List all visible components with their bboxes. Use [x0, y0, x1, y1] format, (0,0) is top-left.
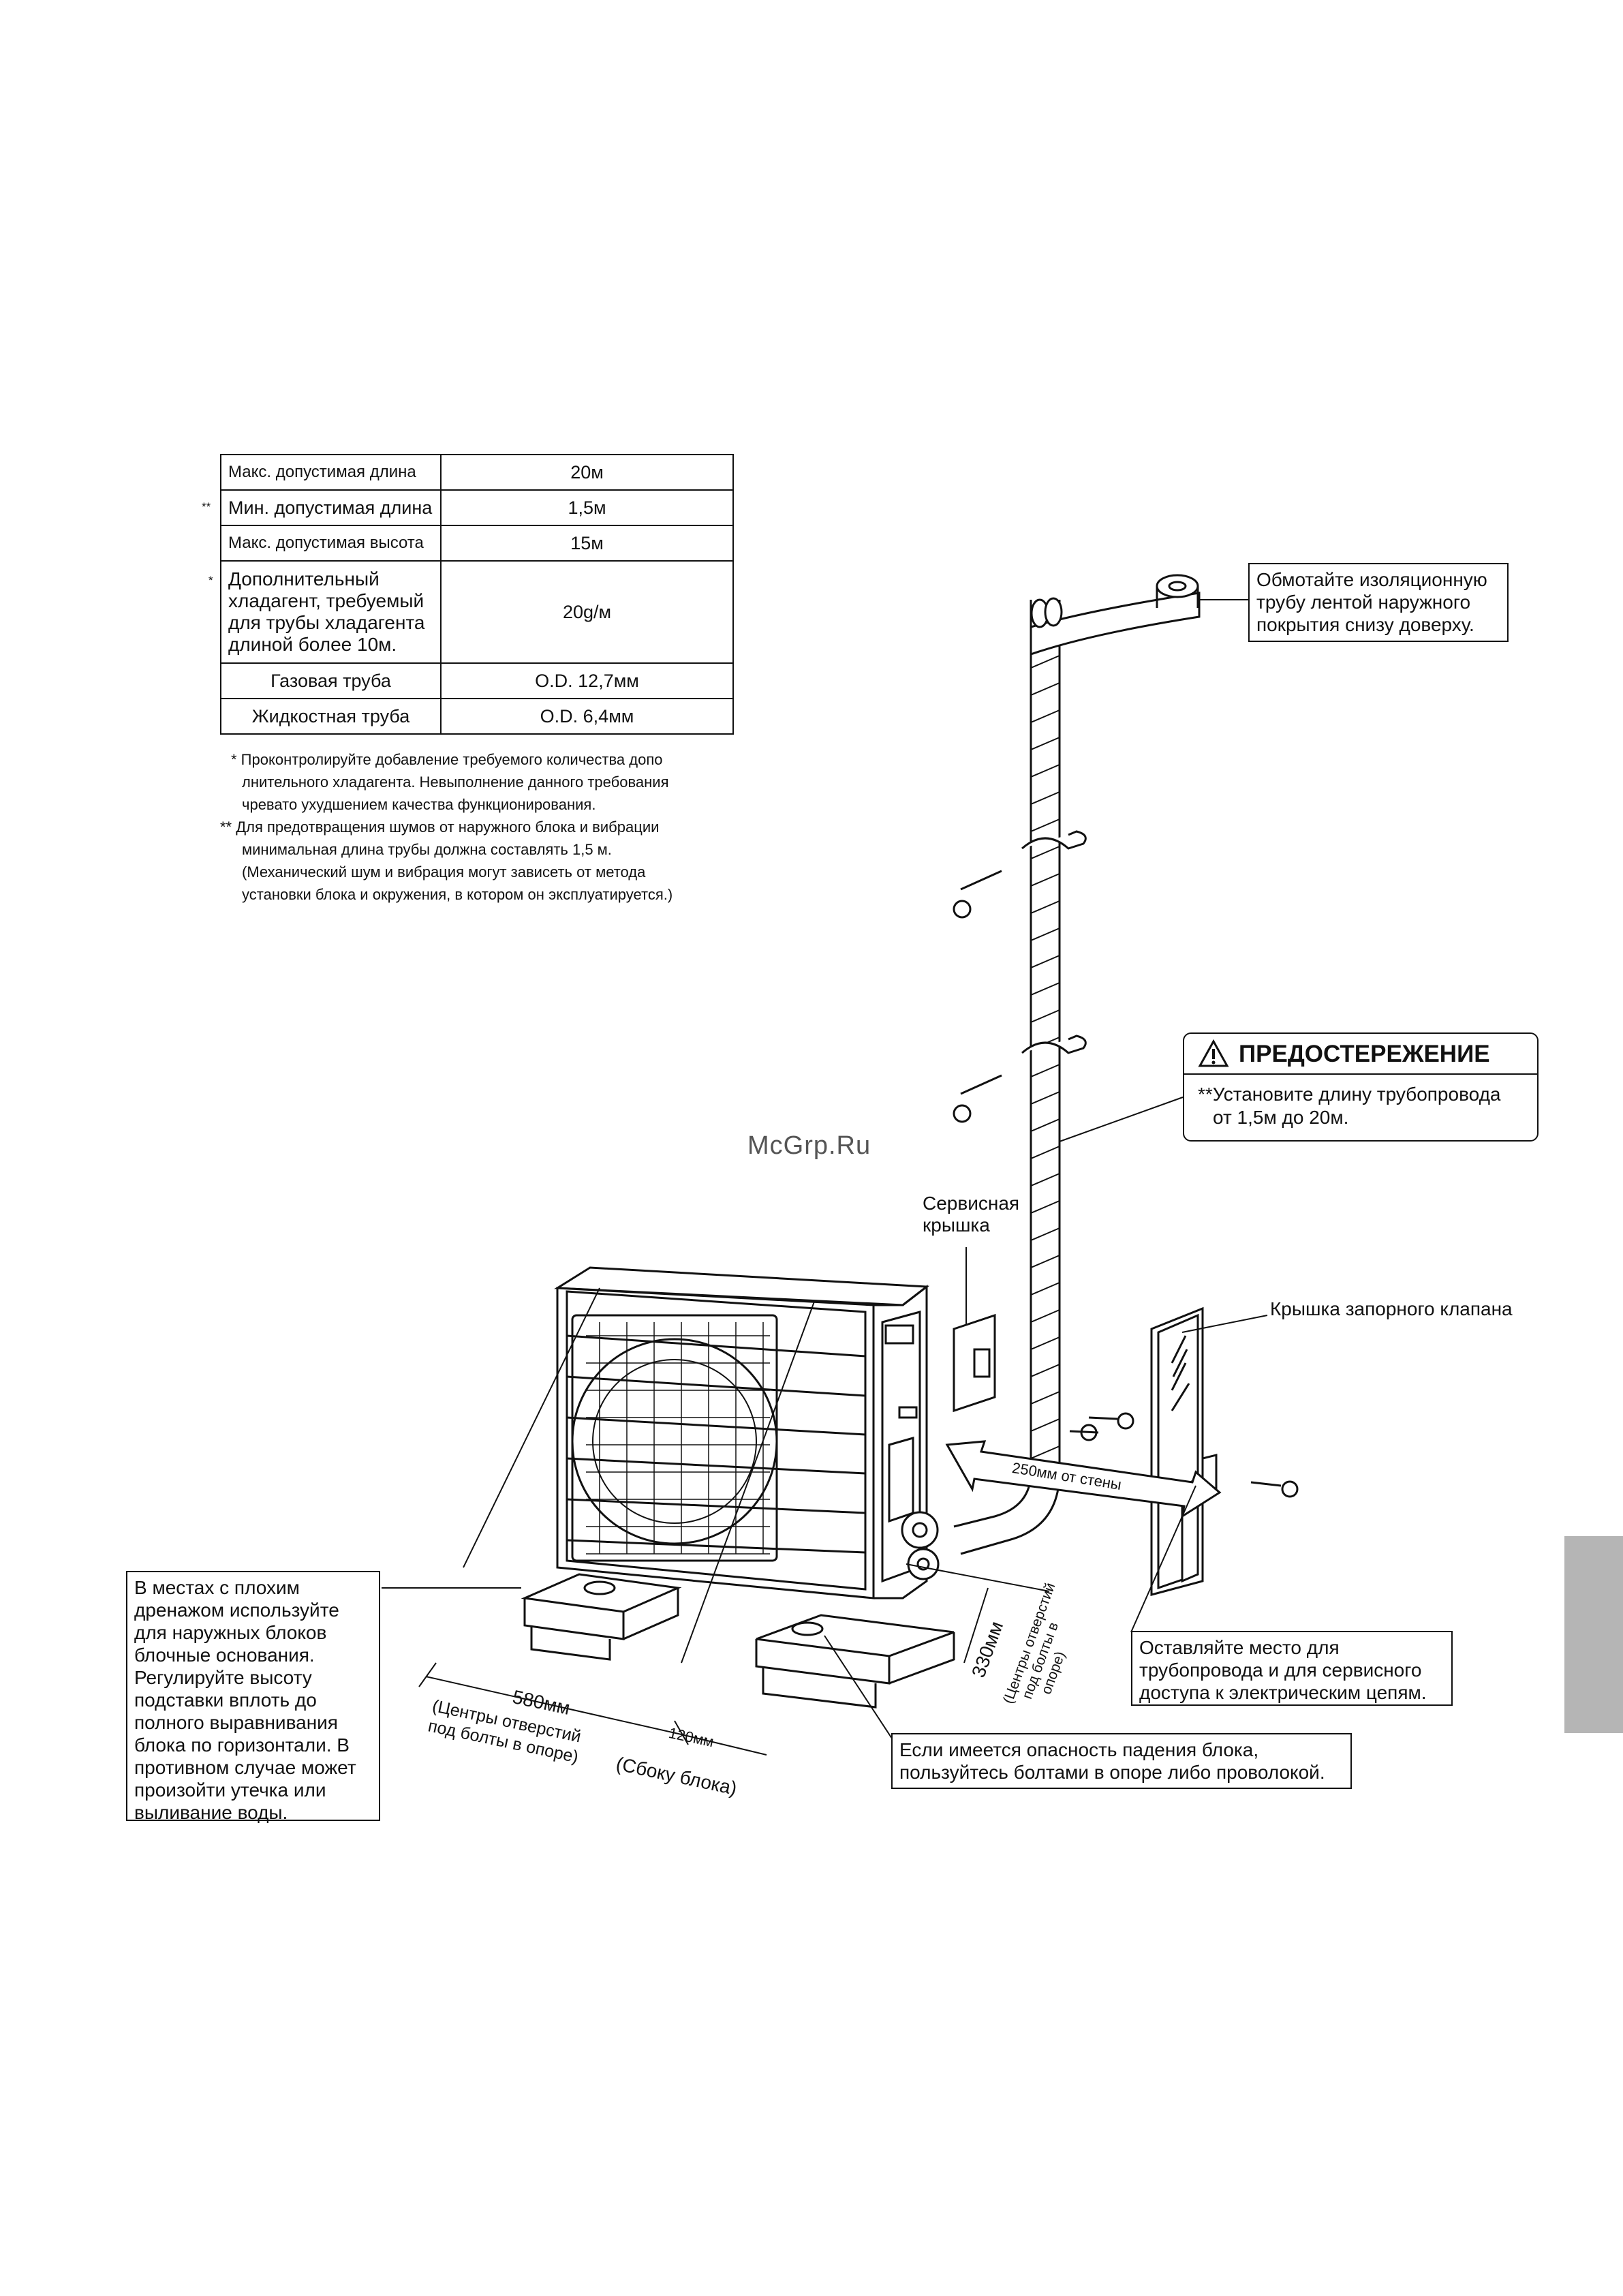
table-cell-value: 20g/м — [440, 560, 734, 664]
spec-table: Макс. допустимая длина 20м Мин. допустим… — [220, 454, 734, 735]
warning-triangle-icon — [1198, 1039, 1229, 1067]
table-row: Дополнительный хладагент, требуемый для … — [220, 560, 734, 664]
page-side-tab — [1564, 1536, 1623, 1733]
footnote-line: чревато ухудшением качества функциониров… — [242, 796, 596, 813]
callout-line: дренажом используйте — [134, 1599, 339, 1621]
table-row: Макс. допустимая высота 15м — [220, 525, 734, 562]
footnote-line: минимальная длина трубы должна составлят… — [242, 841, 612, 858]
table-cell-label: Мин. допустимая длина — [220, 489, 442, 526]
callout-line: блока по горизонтали. В — [134, 1734, 350, 1756]
table-cell-value: O.D. 6,4мм — [440, 698, 734, 735]
callout-line: противном случае может — [134, 1757, 356, 1778]
callout-line: Если имеется опасность падения блока, — [899, 1739, 1259, 1760]
footnotes: * Проконтролируйте добавление требуемого… — [220, 748, 673, 906]
valve-cover-label: Крышка запорного клапана — [1270, 1298, 1513, 1319]
leader-lines — [382, 599, 1268, 1745]
footnote-line: (Механический шум и вибрация могут завис… — [242, 863, 646, 881]
callout-line: В местах с плохим — [134, 1577, 300, 1598]
outdoor-unit — [554, 1266, 996, 1599]
row-mark: ** — [202, 500, 211, 513]
service-cover-label: Сервисная крышка — [923, 1193, 1019, 1236]
footnote-line: лнительного хладагента. Невыполнение дан… — [242, 774, 669, 791]
warning-title: ПРЕДОСТЕРЕЖЕНИЕ — [1239, 1040, 1490, 1067]
table-row: Газовая труба O.D. 12,7мм — [220, 662, 734, 699]
callout-line: Обмотайте изоляционную — [1256, 569, 1487, 590]
warning-header: ПРЕДОСТЕРЕЖЕНИЕ — [1184, 1034, 1537, 1075]
insulated-pipe — [953, 574, 1201, 1555]
label-line: Сервисная — [923, 1193, 1020, 1214]
table-cell-value: 20м — [440, 454, 734, 491]
space-callout: Оставляйте место для трубопровода и для … — [1131, 1631, 1453, 1706]
label-line: хладагент, требуемый — [228, 590, 424, 611]
table-row: Макс. допустимая длина 20м — [220, 454, 734, 491]
callout-line: для наружных блоков — [134, 1622, 327, 1643]
callout-line: выливание воды. — [134, 1802, 288, 1823]
callout-line: подставки вплоть до — [134, 1689, 317, 1711]
label-line: крышка — [923, 1214, 990, 1236]
callout-line: доступа к электрическим цепям. — [1139, 1682, 1427, 1703]
table-cell-label: Жидкостная труба — [220, 698, 442, 735]
distance-arrow — [945, 1440, 1222, 1519]
callout-line: трубу лентой наружного — [1256, 592, 1471, 613]
table-cell-value: O.D. 12,7мм — [440, 662, 734, 699]
table-cell-label: Макс. допустимая длина — [220, 454, 442, 491]
footnote-line: * Проконтролируйте добавление требуемого… — [231, 751, 663, 768]
label-line: для трубы хладагента — [228, 612, 425, 633]
label-line: Дополнительный — [228, 568, 380, 590]
table-row: Жидкостная труба O.D. 6,4мм — [220, 698, 734, 735]
dimension-lines — [418, 1563, 1050, 1756]
callout-line: произойти утечка или — [134, 1779, 326, 1801]
watermark: McGrp.Ru — [747, 1131, 871, 1160]
footnote-line: ** Для предотвращения шумов от наружного… — [220, 818, 660, 836]
drainage-callout: В местах с плохим дренажом используйте д… — [126, 1571, 380, 1823]
label-line: длиной более 10м. — [228, 634, 397, 655]
warning-callout: ПРЕДОСТЕРЕЖЕНИЕ **Установите длину трубо… — [1183, 1032, 1539, 1142]
table-cell-value: 1,5м — [440, 489, 734, 526]
table-cell-label: Дополнительный хладагент, требуемый для … — [220, 560, 442, 664]
row-mark: * — [208, 574, 213, 587]
footnote-line: установки блока и окружения, в котором о… — [242, 886, 673, 903]
valve-cover — [1150, 1306, 1218, 1596]
table-cell-value: 15м — [440, 525, 734, 562]
tape-callout: Обмотайте изоляционную трубу лентой нару… — [1248, 563, 1509, 642]
base-blocks — [521, 1573, 955, 1709]
screw-icon — [953, 870, 1299, 1498]
table-cell-label: Макс. допустимая высота — [220, 525, 442, 562]
warning-line: **Установите длину трубопровода — [1198, 1084, 1501, 1105]
callout-line: трубопровода и для сервисного — [1139, 1659, 1422, 1681]
callout-line: пользуйтесь болтами в опоре либо проволо… — [899, 1762, 1325, 1783]
callout-line: Регулируйте высоту — [134, 1667, 312, 1688]
table-row: Мин. допустимая длина 1,5м — [220, 489, 734, 526]
callout-line: блочные основания. — [134, 1644, 315, 1666]
warning-line: от 1,5м до 20м. — [1213, 1107, 1349, 1128]
table-cell-label: Газовая труба — [220, 662, 442, 699]
pipe-clamp — [1021, 830, 1087, 1054]
callout-line: полного выравнивания — [134, 1712, 338, 1733]
callout-line: Оставляйте место для — [1139, 1637, 1340, 1658]
callout-line: покрытия снизу доверху. — [1256, 614, 1474, 635]
fall-callout: Если имеется опасность падения блока, по… — [891, 1733, 1352, 1789]
